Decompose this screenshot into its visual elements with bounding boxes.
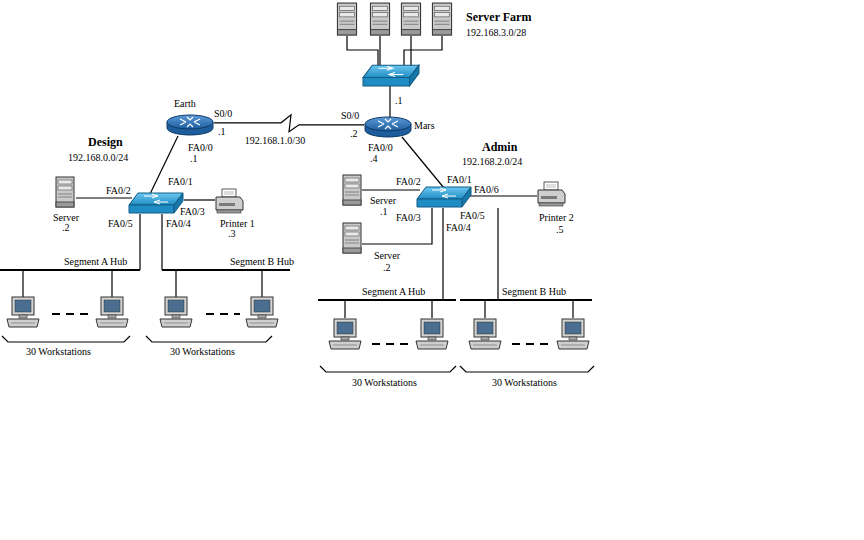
- network-label: FA0/6: [474, 184, 499, 195]
- network-label: .4: [370, 153, 378, 164]
- network-label: .1: [218, 126, 226, 137]
- network-label: FA0/2: [106, 185, 131, 196]
- device-name: Printer 2: [539, 212, 574, 223]
- printer-node: Printer 1.3: [214, 188, 244, 214]
- router-node: Mars: [364, 116, 412, 138]
- network-label: FA0/0: [188, 142, 213, 153]
- network-label: Segment A Hub: [64, 256, 127, 267]
- network-label: .2: [350, 128, 358, 139]
- ip-host: .2: [383, 262, 391, 273]
- network-label: Segment B Hub: [502, 286, 566, 297]
- network-label: Segment A Hub: [362, 286, 425, 297]
- link-label: 192.168.1.0/30: [244, 135, 306, 146]
- network-label: FA0/1: [447, 174, 472, 185]
- network-label: .1: [395, 95, 403, 106]
- ip-host: .1: [380, 206, 388, 217]
- network-label: FA0/2: [396, 176, 421, 187]
- network-title: Server Farm: [466, 11, 531, 24]
- network-label: FA0/4: [166, 218, 191, 229]
- network-label: Segment B Hub: [230, 256, 294, 267]
- printer-node: Printer 2.5: [536, 180, 566, 208]
- network-label: FA0/1: [168, 176, 193, 187]
- ip-host: .5: [556, 224, 564, 235]
- network-label: 30 Workstations: [26, 346, 91, 357]
- network-title: Admin: [482, 141, 517, 154]
- network-label: 192.168.0.0/24: [68, 152, 128, 163]
- network-label: FA0/3: [396, 212, 421, 223]
- server-node: Server.2: [342, 222, 362, 254]
- network-label: 192.168.2.0/24: [462, 156, 522, 167]
- server-node: Server.1: [342, 174, 362, 206]
- server-node: Server.2: [55, 176, 75, 208]
- device-name: Server: [374, 250, 400, 261]
- ip-host: .3: [228, 228, 236, 239]
- network-label: FA0/5: [460, 210, 485, 221]
- network-label: .1: [190, 153, 198, 164]
- network-label: FA0/0: [368, 142, 393, 153]
- network-label: S0/0: [341, 110, 359, 121]
- network-label: FA0/5: [108, 218, 133, 229]
- device-name: Server: [370, 195, 396, 206]
- network-label: FA0/4: [446, 222, 471, 233]
- device-name: Printer 1: [220, 218, 255, 229]
- network-title: Design: [88, 136, 123, 149]
- device-name: Server: [53, 212, 79, 223]
- network-label: FA0/3: [180, 206, 205, 217]
- device-name: Earth: [174, 98, 196, 109]
- ip-host: .2: [62, 222, 70, 233]
- network-label: 192.168.3.0/28: [466, 27, 526, 38]
- network-label: 30 Workstations: [352, 377, 417, 388]
- network-label: 30 Workstations: [170, 346, 235, 357]
- router-node: Earth: [166, 114, 214, 136]
- network-label: 30 Workstations: [492, 377, 557, 388]
- network-label: S0/0: [214, 108, 232, 119]
- device-name: Mars: [414, 120, 435, 131]
